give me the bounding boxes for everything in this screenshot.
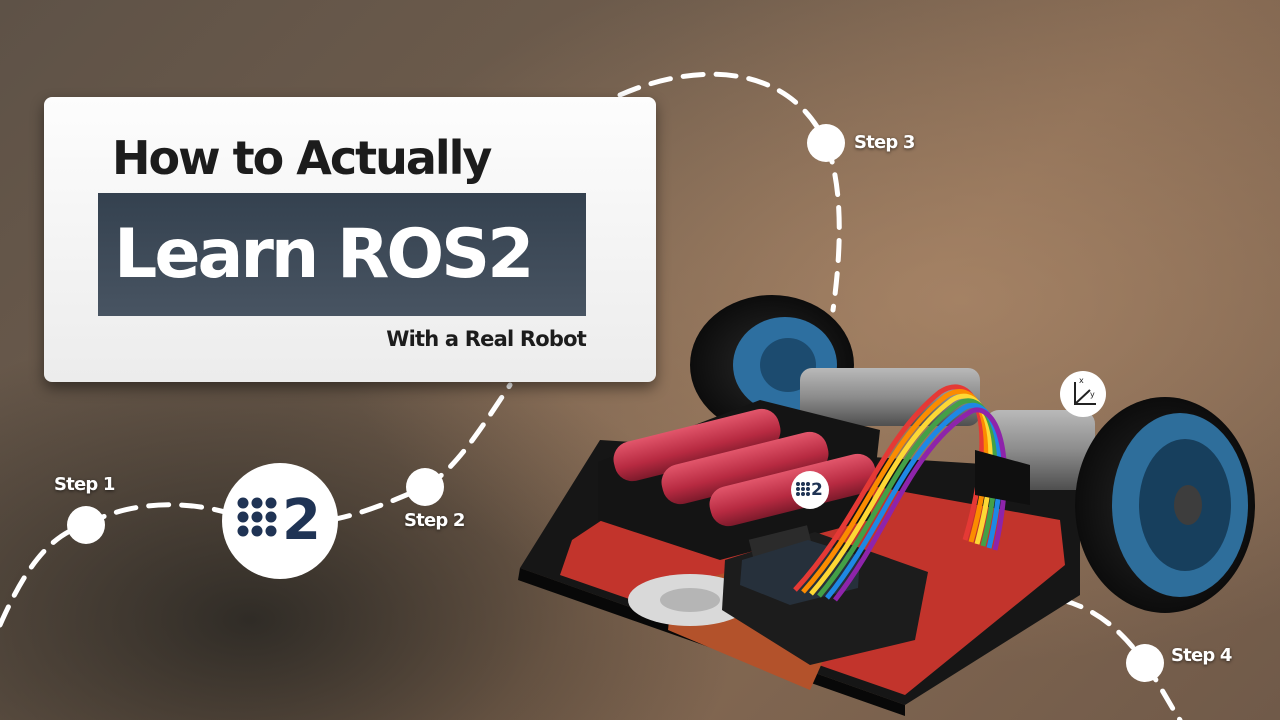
step-3-node: [807, 124, 845, 162]
title-line-2: Learn ROS2: [114, 215, 534, 294]
step-4-label: Step 4: [1171, 645, 1232, 666]
title-card: How to Actually Learn ROS2 With a Real R…: [44, 97, 656, 382]
step-1-node: [67, 506, 105, 544]
step-2-label: Step 2: [404, 510, 465, 531]
step-2-node: [406, 468, 444, 506]
xy-axes-icon: x y: [1060, 371, 1106, 417]
robot: [518, 295, 1255, 716]
ros-dots-icon: [237, 497, 277, 537]
ros2-logo: [222, 463, 338, 579]
step-3-label: Step 3: [854, 132, 915, 153]
title-subtitle: With a Real Robot: [386, 327, 587, 351]
ros2-logo-number: 2: [282, 488, 321, 553]
svg-text:x: x: [1079, 376, 1084, 385]
title-line-1: How to Actually: [112, 131, 492, 185]
svg-text:y: y: [1090, 390, 1095, 399]
title-banner: Learn ROS2: [98, 193, 586, 316]
step-4-node: [1126, 644, 1164, 682]
robot-badge-number: 2: [811, 480, 823, 500]
robot-ros-badge: [791, 471, 829, 509]
step-1-label: Step 1: [54, 474, 115, 495]
